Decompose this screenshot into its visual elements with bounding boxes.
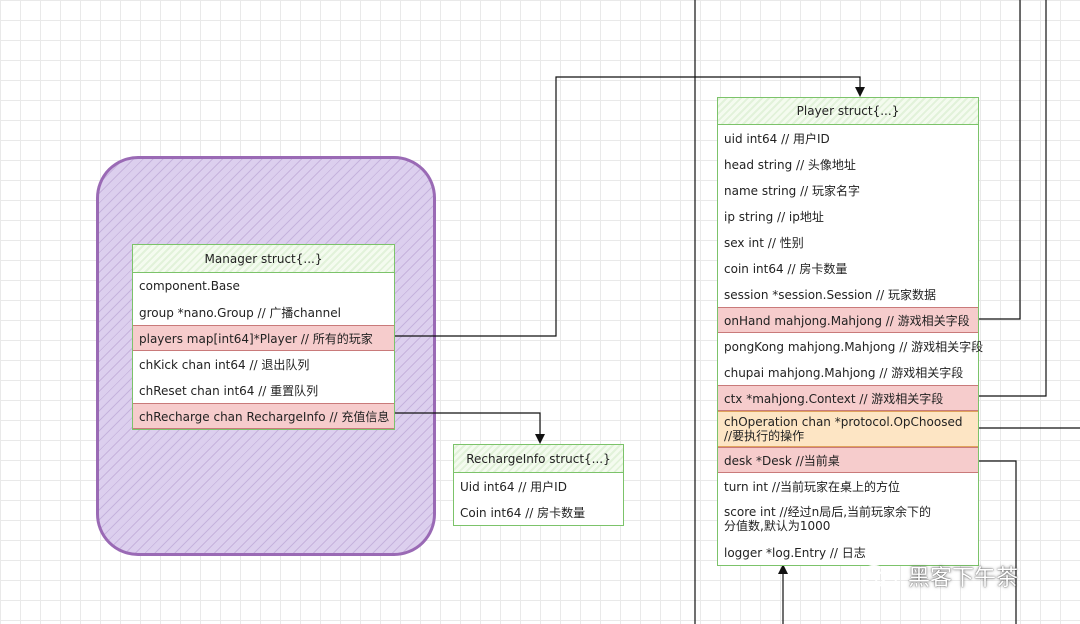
manager-field-chreset: chReset chan int64 // 重置队列 bbox=[139, 383, 319, 398]
manager-field-chkick: chKick chan int64 // 退出队列 bbox=[139, 357, 310, 372]
player-field-chupai: chupai mahjong.Mahjong // 游戏相关字段 bbox=[724, 365, 964, 380]
player-struct-title: Player struct{...} bbox=[718, 98, 978, 125]
player-field-coin: coin int64 // 房卡数量 bbox=[724, 261, 848, 276]
players-to-player-line bbox=[395, 76, 865, 337]
rechargeinfo-struct: RechargeInfo struct{...} Uid int64 // 用户… bbox=[453, 444, 624, 526]
recharge-to-rechargeinfo-line bbox=[395, 412, 545, 444]
rechargeinfo-struct-title: RechargeInfo struct{...} bbox=[454, 445, 623, 473]
rechargeinfo-field-uid: Uid int64 // 用户ID bbox=[460, 479, 567, 494]
manager-struct-title: Manager struct{...} bbox=[133, 245, 394, 273]
watermark-text: 黑客下午茶 bbox=[908, 566, 1019, 591]
manager-struct: Manager struct{...} component.Base group… bbox=[132, 244, 395, 430]
player-field-head: head string // 头像地址 bbox=[724, 157, 856, 172]
player-field-ctx: ctx *mahjong.Context // 游戏相关字段 bbox=[718, 385, 978, 411]
player-field-session: session *session.Session // 玩家数据 bbox=[724, 287, 936, 302]
desk-line bbox=[979, 460, 1017, 624]
player-field-onhand: onHand mahjong.Mahjong // 游戏相关字段 bbox=[718, 307, 978, 333]
manager-field-group: group *nano.Group // 广播channel bbox=[139, 305, 341, 320]
player-field-logger: logger *log.Entry // 日志 bbox=[724, 545, 866, 560]
rechargeinfo-field-coin: Coin int64 // 房卡数量 bbox=[460, 505, 586, 520]
watermark: 黑客下午茶 bbox=[858, 560, 1018, 592]
player-field-name: name string // 玩家名字 bbox=[724, 183, 861, 198]
player-field-choperation: chOperation chan *protocol.OpChoosed //要… bbox=[718, 411, 978, 447]
ctx-line bbox=[979, 0, 1047, 397]
manager-field-chrecharge: chRecharge chan RechargeInfo // 充值信息 bbox=[133, 403, 394, 429]
player-struct: Player struct{...} uid int64 // 用户ID hea… bbox=[717, 97, 984, 566]
onhand-line bbox=[979, 0, 1021, 320]
player-field-pongkong: pongKong mahjong.Mahjong // 游戏相关字段 bbox=[724, 339, 984, 354]
player-field-turn: turn int //当前玩家在桌上的方位 bbox=[724, 479, 900, 494]
player-field-desk: desk *Desk //当前桌 bbox=[718, 447, 978, 473]
player-field-ip: ip string // ip地址 bbox=[724, 209, 824, 224]
player-field-sex: sex int // 性别 bbox=[724, 235, 804, 250]
manager-field-players: players map[int64]*Player // 所有的玩家 bbox=[133, 325, 394, 351]
manager-field-component: component.Base bbox=[139, 279, 240, 293]
player-field-score: score int //经过n局后,当前玩家余下的 分值数,默认为1000 bbox=[724, 505, 932, 533]
wechat-icon bbox=[861, 565, 897, 588]
player-field-uid: uid int64 // 用户ID bbox=[724, 131, 830, 146]
